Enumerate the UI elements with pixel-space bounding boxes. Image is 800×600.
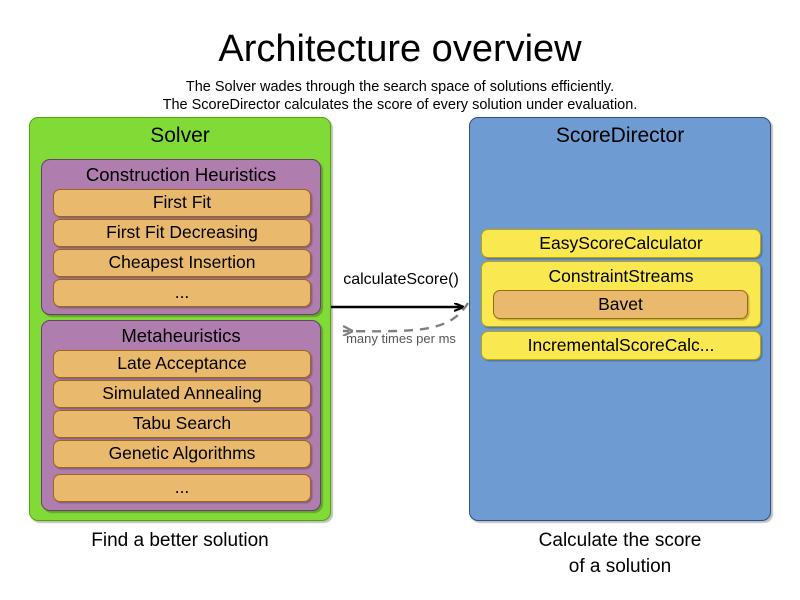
- group-metaheuristics: Metaheuristics Late Acceptance Simulated…: [41, 320, 321, 511]
- group-construction-heuristics-title: Construction Heuristics: [85, 164, 277, 185]
- arrow-label-many-times-per-ms: many times per ms: [346, 331, 456, 346]
- list-item: Late Acceptance: [53, 350, 311, 378]
- list-item-bavet: Bavet: [493, 290, 748, 319]
- caption-scoredirector-line-1: Calculate the score: [538, 530, 702, 551]
- list-item: ...: [53, 474, 311, 502]
- list-item-easy-score-calculator: EasyScoreCalculator: [481, 229, 761, 258]
- list-item: Simulated Annealing: [53, 380, 311, 408]
- caption-scoredirector-line-2: of a solution: [568, 556, 672, 577]
- list-item-constraint-streams: ConstraintStreams Bavet: [481, 261, 761, 327]
- scoredirector-panel: ScoreDirector EasyScoreCalculator Constr…: [469, 117, 771, 521]
- list-item: First Fit Decreasing: [53, 219, 311, 247]
- subtitle-line-2: The ScoreDirector calculates the score o…: [162, 97, 638, 113]
- scoredirector-panel-title: ScoreDirector: [555, 124, 685, 147]
- arrow-label-calculate-score: calculateScore(): [343, 271, 459, 288]
- list-item: Cheapest Insertion: [53, 249, 311, 277]
- list-item: First Fit: [53, 189, 311, 217]
- caption-solver: Find a better solution: [91, 530, 269, 551]
- group-construction-heuristics: Construction Heuristics First Fit First …: [41, 159, 321, 315]
- list-item: Genetic Algorithms: [53, 440, 311, 468]
- list-item-constraint-streams-label: ConstraintStreams: [548, 266, 694, 286]
- list-item: ...: [53, 279, 311, 307]
- solver-panel: Solver Construction Heuristics First Fit…: [29, 117, 331, 521]
- arrow-many-times-per-ms: [343, 302, 470, 331]
- diagram-header: Architecture overview The Solver wades t…: [0, 0, 800, 114]
- group-metaheuristics-title: Metaheuristics: [121, 325, 241, 346]
- page-title: Architecture overview: [218, 28, 582, 70]
- caption-scoredirector: Calculate the score of a solution: [469, 528, 771, 580]
- list-item: Tabu Search: [53, 410, 311, 438]
- subtitle-line-1: The Solver wades through the search spac…: [185, 79, 615, 95]
- solver-panel-title: Solver: [150, 124, 210, 147]
- list-item-incremental-score-calculator: IncrementalScoreCalc...: [481, 331, 761, 360]
